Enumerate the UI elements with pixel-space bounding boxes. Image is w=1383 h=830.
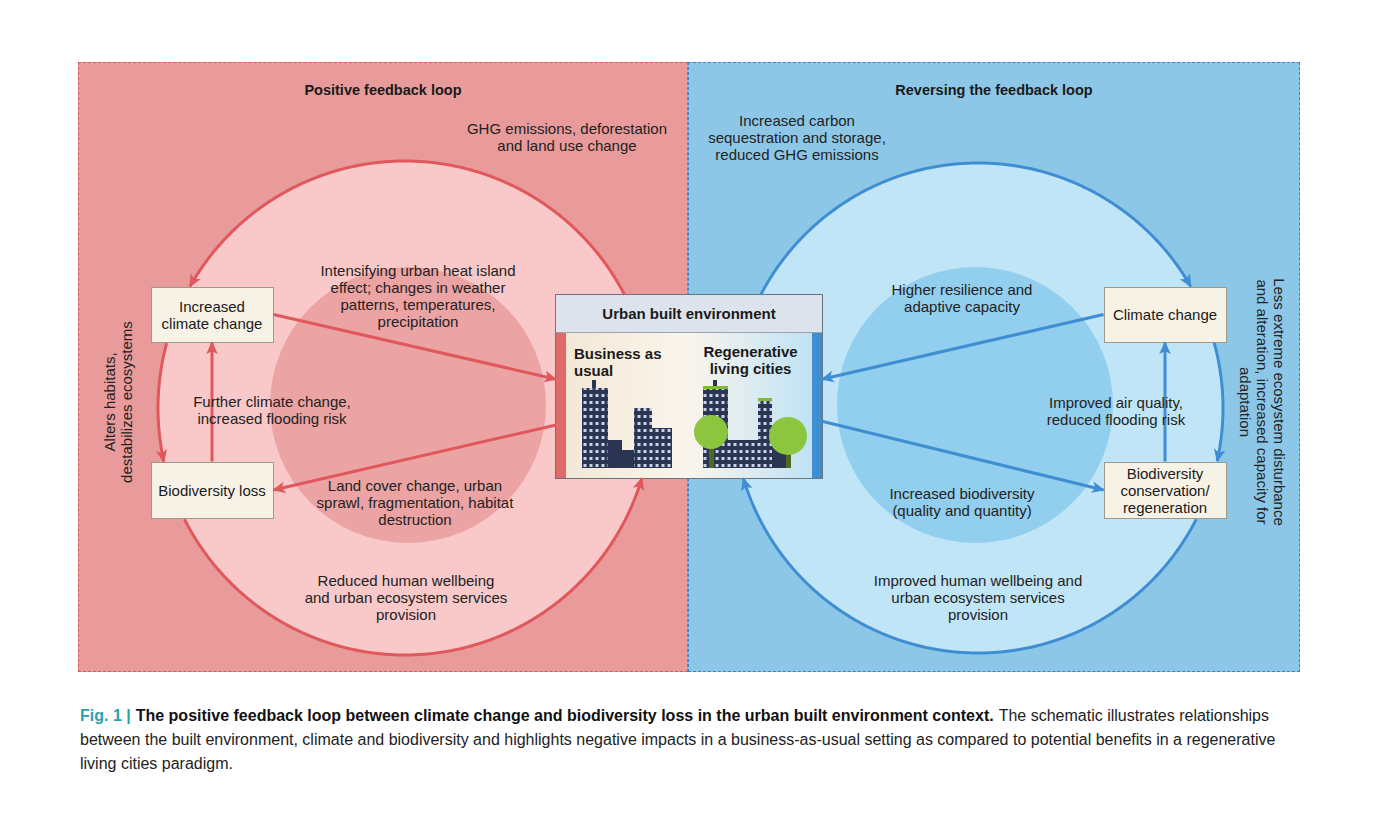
figure-number: Fig. 1 | — [80, 707, 131, 724]
scenario-label: Regenerative living cities — [695, 343, 806, 377]
scenario-label: Business as usual — [574, 345, 664, 379]
edge-label: Reduced human wellbeing and urban ecosys… — [304, 572, 509, 623]
box-label: Climate change — [1113, 306, 1217, 323]
edge-label: Increased carbon sequestration and stora… — [705, 112, 890, 163]
panel-title: Reversing the feedback loop — [689, 82, 1299, 99]
box-label: Biodiversity conservation/ regeneration — [1109, 465, 1222, 516]
figure-title: The positive feedback loop between clima… — [136, 707, 994, 724]
edge-label: GHG emissions, deforestation and land us… — [462, 120, 672, 154]
panel-title: Positive feedback loop — [79, 82, 687, 99]
concept-box: Biodiversity loss — [151, 462, 274, 519]
built-environment-box: Urban built environmentBusiness as usual… — [556, 295, 822, 478]
scenario-half: Regenerative living cities — [689, 333, 822, 478]
edge-label: Further climate change, increased floodi… — [187, 393, 357, 427]
edge-label: Improved human wellbeing and urban ecosy… — [871, 572, 1086, 623]
edge-label: Higher resilience and adaptive capacity — [885, 281, 1040, 315]
concept-box: Biodiversity conservation/ regeneration — [1104, 462, 1227, 519]
box-heading: Urban built environment — [556, 295, 822, 333]
edge-label: Increased biodiversity (quality and quan… — [882, 485, 1042, 519]
concept-box: Increased climate change — [151, 287, 274, 343]
edge-label: Improved air quality, reduced flooding r… — [1039, 394, 1194, 428]
scenario-half: Business as usual — [556, 333, 689, 478]
box-label: Increased climate change — [156, 298, 269, 332]
box-label: Biodiversity loss — [158, 482, 266, 499]
edge-label: Less extreme ecosystem disturbance and a… — [1237, 277, 1288, 527]
concept-box: Climate change — [1104, 287, 1227, 343]
figure-caption: Fig. 1 | The positive feedback loop betwe… — [80, 704, 1305, 776]
edge-label: Alters habitats, destabilizes ecosystems — [101, 315, 135, 490]
edge-label: Land cover change, urban sprawl, fragmen… — [315, 477, 515, 528]
edge-label: Intensifying urban heat island effect; c… — [318, 262, 518, 330]
